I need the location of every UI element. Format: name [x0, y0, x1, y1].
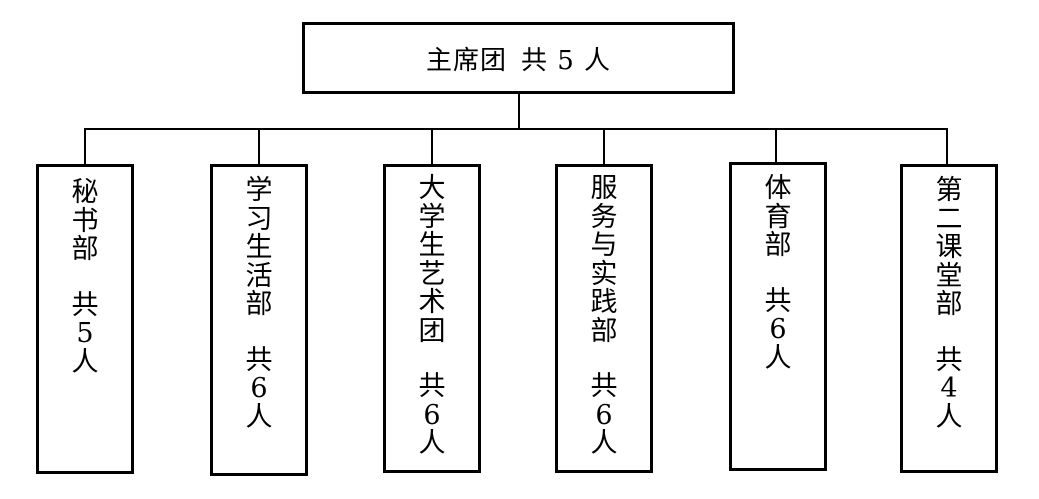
dept-count: 共6人 — [418, 371, 446, 459]
dept-node-service-practice: 服务与实践部 共6人 — [555, 164, 653, 473]
root-count: 共 5 人 — [520, 45, 612, 76]
dept-node-second-classroom: 第二课堂部 共4人 — [900, 164, 998, 473]
dept-label: 学习生活部 共6人 — [213, 175, 305, 433]
dept-name: 第二课堂部 — [935, 175, 963, 320]
branch-line — [775, 128, 777, 164]
root-name: 主席团 — [425, 45, 507, 76]
dept-name: 服务与实践部 — [590, 173, 618, 347]
branch-line — [603, 128, 605, 166]
dept-count: 共6人 — [590, 371, 618, 459]
branch-line — [84, 128, 86, 166]
dept-label: 服务与实践部 共6人 — [558, 173, 650, 459]
dept-count: 共4人 — [935, 344, 963, 433]
branch-line — [431, 128, 433, 166]
dept-node-sports: 体育部 共6人 — [729, 162, 827, 471]
dept-count: 共6人 — [764, 285, 792, 374]
dept-label: 第二课堂部 共4人 — [903, 175, 995, 433]
branch-line — [946, 128, 948, 166]
dept-name: 学习生活部 — [245, 175, 273, 320]
dept-count: 共6人 — [245, 344, 273, 433]
root-stem-line — [518, 94, 520, 130]
root-node: 主席团 共 5 人 — [302, 22, 735, 94]
dept-node-secretariat: 秘书部 共5人 — [36, 164, 134, 474]
dept-label: 体育部 共6人 — [732, 173, 824, 374]
dept-node-study-life: 学习生活部 共6人 — [210, 164, 308, 476]
dept-name: 体育部 — [764, 173, 792, 261]
dept-name: 大学生艺术团 — [418, 173, 446, 347]
root-label: 主席团 共 5 人 — [305, 25, 732, 91]
horizontal-bus-line — [84, 128, 948, 130]
dept-name: 秘书部 — [71, 177, 99, 265]
dept-count: 共5人 — [71, 289, 99, 378]
branch-line — [258, 128, 260, 166]
dept-label: 大学生艺术团 共6人 — [386, 173, 478, 459]
dept-node-art-troupe: 大学生艺术团 共6人 — [383, 164, 481, 473]
dept-label: 秘书部 共5人 — [39, 177, 131, 378]
